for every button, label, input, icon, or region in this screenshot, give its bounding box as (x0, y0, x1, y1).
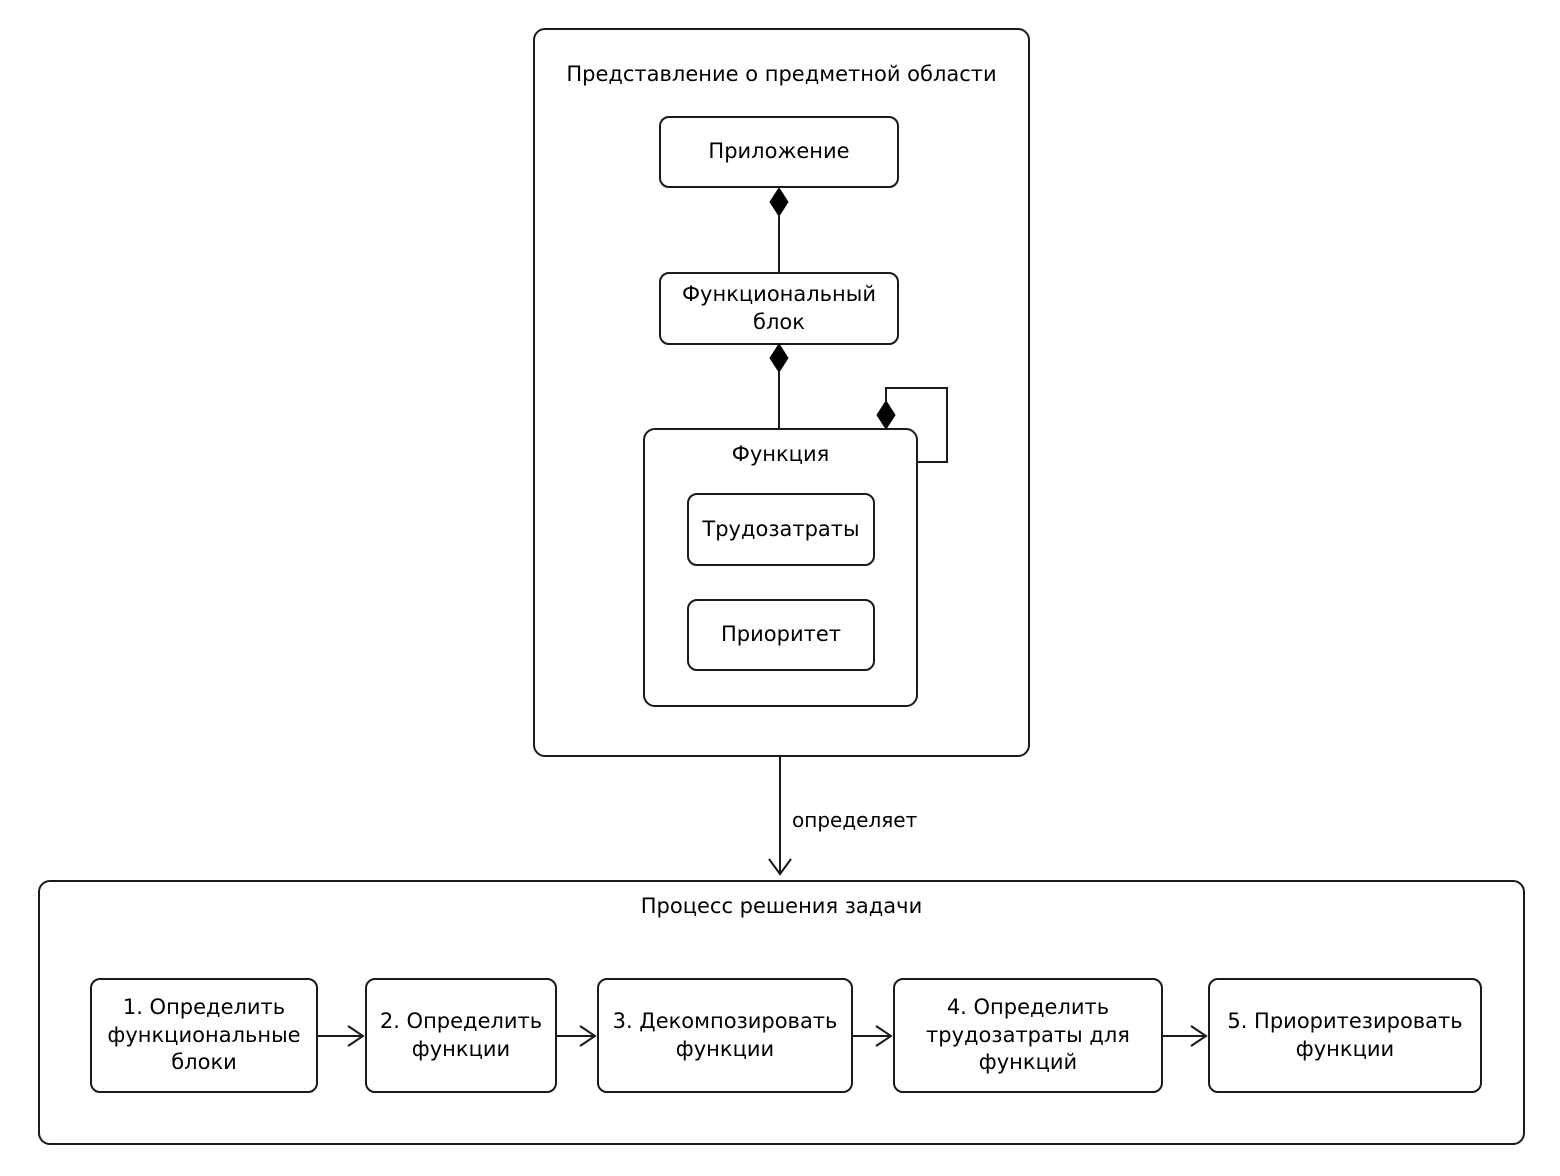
node-application[interactable]: Приложение (659, 116, 899, 188)
edge-defines (768, 757, 792, 876)
process-step-4[interactable]: 4. Определить трудозатраты для функций (893, 978, 1163, 1093)
node-effort[interactable]: Трудозатраты (687, 493, 875, 566)
group-process-title: Процесс решения задачи (640, 894, 923, 918)
node-functional-block[interactable]: Функциональный блок (659, 272, 899, 345)
edge-defines-label: определяет (792, 808, 918, 832)
node-function-label: Функция (731, 442, 830, 466)
group-domain-model-title: Представление о предметной области (566, 62, 997, 86)
node-priority[interactable]: Приоритет (687, 599, 875, 671)
process-step-3[interactable]: 3. Декомпозировать функции (597, 978, 853, 1093)
process-step-2[interactable]: 2. Определить функции (365, 978, 557, 1093)
process-step-1[interactable]: 1. Определить функциональные блоки (90, 978, 318, 1093)
process-step-5[interactable]: 5. Приоритезировать функции (1208, 978, 1482, 1093)
arrow-head-icon (768, 858, 792, 876)
